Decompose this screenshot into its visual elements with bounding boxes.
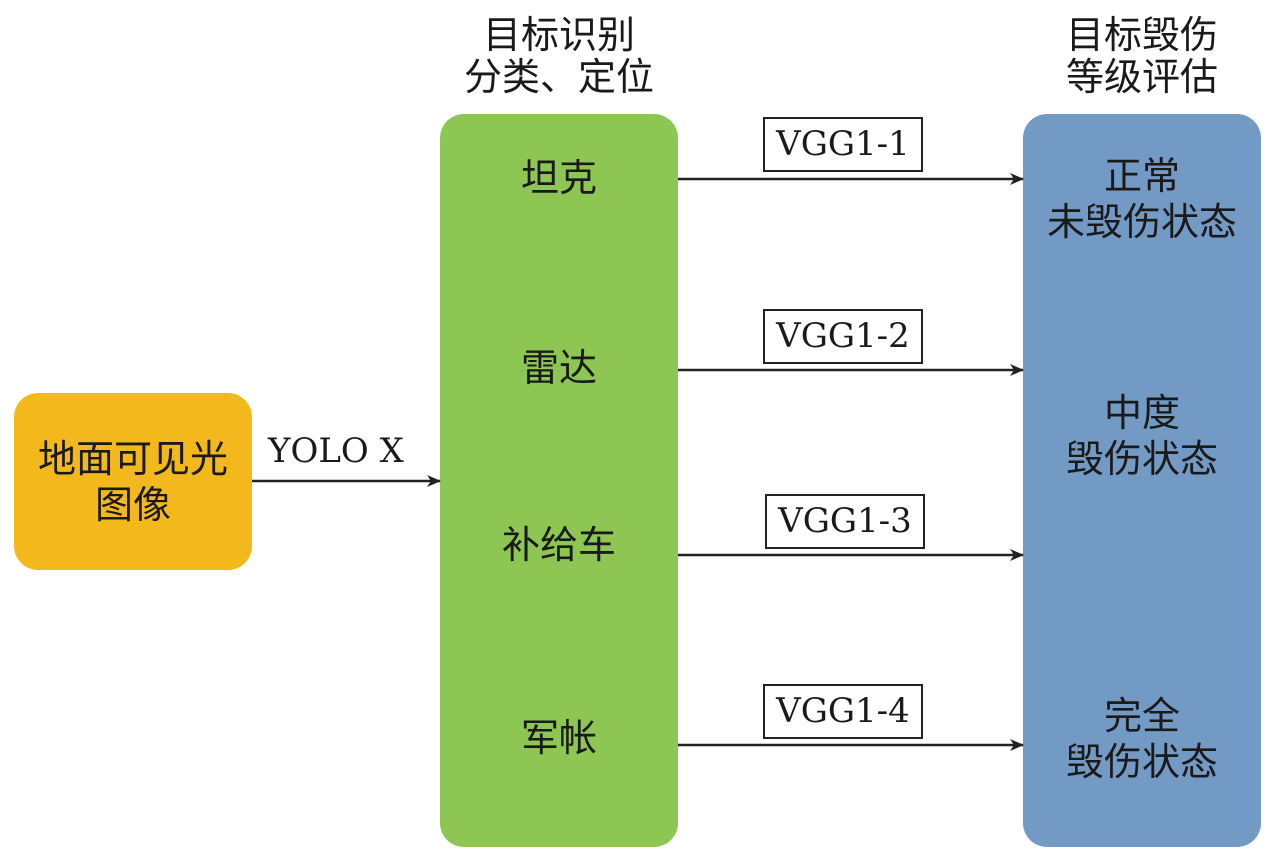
input-image-box: 地面可见光 图像 [14, 393, 252, 570]
damage-level-moderate-line-1: 中度 [1103, 391, 1180, 435]
classify-heading-line-1: 目标识别 [482, 13, 635, 57]
target-tent: 军帐 [520, 716, 597, 760]
target-radar: 雷达 [520, 346, 597, 390]
damage-level-normal-line-2: 未毁伤状态 [1046, 200, 1237, 244]
classify-heading: 目标识别 分类、定位 [440, 14, 678, 98]
classifier-label-1: VGG1-1 [763, 117, 923, 172]
damage-level-moderate: 中度 毁伤状态 [1023, 390, 1261, 482]
input-line-1: 地面可见光 [37, 436, 228, 481]
assess-heading: 目标毁伤 等级评估 [1023, 14, 1261, 98]
damage-level-complete-line-2: 毁伤状态 [1065, 740, 1218, 784]
input-line-2: 图像 [94, 482, 171, 527]
damage-level-complete: 完全 毁伤状态 [1023, 693, 1261, 785]
classification-box [440, 114, 678, 847]
damage-level-normal-line-1: 正常 [1103, 154, 1180, 198]
assess-heading-line-2: 等级评估 [1065, 55, 1218, 99]
target-supply-truck: 补给车 [501, 523, 616, 567]
classifier-label-2: VGG1-2 [763, 309, 923, 364]
detector-label: YOLO X [268, 431, 404, 471]
damage-level-normal: 正常 未毁伤状态 [1023, 153, 1261, 245]
classifier-label-3: VGG1-3 [765, 494, 925, 549]
target-tank: 坦克 [520, 156, 597, 200]
damage-level-moderate-line-2: 毁伤状态 [1065, 437, 1218, 481]
classifier-label-4: VGG1-4 [763, 684, 923, 739]
damage-assessment-box [1023, 114, 1261, 847]
damage-level-complete-line-1: 完全 [1103, 694, 1180, 738]
classify-heading-line-2: 分类、定位 [463, 55, 654, 99]
assess-heading-line-1: 目标毁伤 [1065, 13, 1218, 57]
